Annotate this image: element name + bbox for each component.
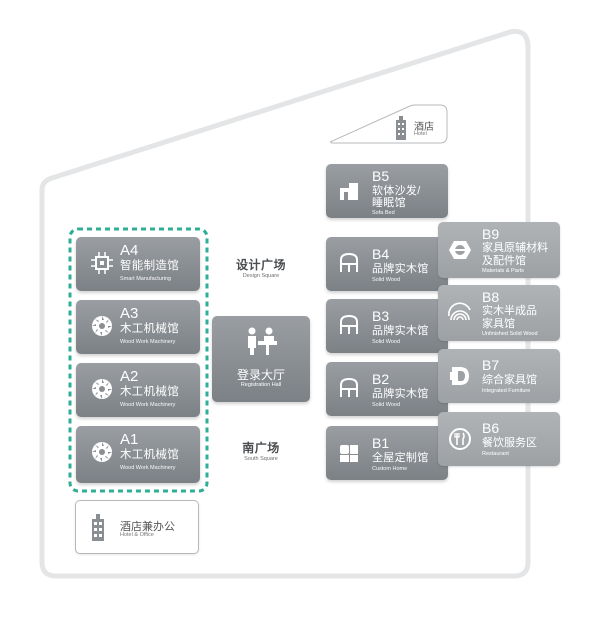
hotel-label: 酒店	[414, 122, 434, 133]
hall-a1-name-en: Wood Work Machinery	[120, 465, 176, 471]
hall-b8-name-line2: 家具馆	[482, 318, 515, 330]
hall-b7-name-en: Integrated Furniture	[482, 388, 531, 394]
hall-b7[interactable]: B7 综合家具馆 Integrated Furniture	[438, 349, 560, 403]
hall-b2-name: 品牌实木馆	[372, 388, 429, 400]
hall-a4-code: A4	[120, 242, 139, 259]
hall-b5-name-line1: 软体沙发/	[372, 185, 421, 197]
saw-blade-icon	[90, 314, 114, 338]
cabinet-icon	[338, 252, 360, 274]
hotel-box: 酒店 Hotel	[330, 104, 448, 144]
hall-b1-code: B1	[372, 435, 390, 451]
hall-b7-name: 综合家具馆	[482, 374, 537, 386]
hall-b9-code: B9	[482, 226, 500, 242]
hall-b5-code: B5	[372, 168, 390, 184]
hall-b3-name-en: Solid Wood	[372, 339, 401, 345]
restaurant-icon	[448, 427, 472, 451]
hall-a1[interactable]: A1 木工机械馆 Wood Work Machinery	[76, 426, 200, 483]
hall-b6[interactable]: B6 餐饮服务区 Restaurant	[438, 412, 560, 466]
design-square-label-en: Design Square	[242, 273, 280, 279]
south-square-label-en: South Square	[244, 456, 278, 462]
cabinet-icon	[338, 314, 360, 336]
chip-icon	[90, 251, 114, 275]
hall-b2-code: B2	[372, 371, 390, 387]
wood-rings-icon	[448, 300, 472, 324]
hall-a2-code: A2	[120, 368, 139, 385]
hall-b2-name-en: Solid Wood	[372, 402, 401, 408]
hall-a4[interactable]: A4 智能制造馆 Smart Manufacturing	[76, 237, 200, 291]
hall-b3-name: 品牌实木馆	[372, 325, 429, 337]
hall-b2[interactable]: B2 品牌实木馆 Solid Wood	[326, 362, 448, 416]
hall-b1[interactable]: B1 全屋定制馆 Custom Home	[326, 426, 448, 480]
hotel-office-label-en: Hotel & Office	[120, 532, 154, 538]
reception-desk-icon	[244, 326, 278, 356]
hall-b3[interactable]: B3 品牌实木馆 Solid Wood	[326, 299, 448, 353]
hall-b4-name-en: Solid Wood	[372, 277, 401, 283]
hall-a2-name-en: Wood Work Machinery	[120, 402, 176, 408]
hall-b9-name-line1: 家具原辅材料	[482, 242, 548, 254]
registration-label: 登录大厅	[236, 368, 285, 382]
hall-b6-code: B6	[482, 420, 500, 436]
hall-b4-code: B4	[372, 246, 390, 262]
hotel-label-en: Hotel	[414, 131, 427, 137]
hall-a4-name: 智能制造馆	[120, 260, 179, 272]
registration-hall[interactable]: 登录大厅 Registration Hall	[212, 316, 310, 402]
hall-a1-code: A1	[120, 431, 139, 448]
design-square: 设计广场 Design Square	[226, 258, 296, 280]
saw-blade-icon	[90, 377, 114, 401]
hall-b8-code: B8	[482, 289, 500, 305]
hex-nut-icon	[448, 238, 472, 262]
hall-a3[interactable]: A3 木工机械馆 Wood Work Machinery	[76, 300, 200, 354]
saw-blade-icon	[90, 440, 114, 464]
hall-b3-code: B3	[372, 308, 390, 324]
hall-b5[interactable]: B5 软体沙发/ 睡眠馆 Sofa Bed	[326, 164, 448, 218]
hall-b7-code: B7	[482, 357, 500, 373]
hotel-office-label: 酒店兼办公	[120, 521, 175, 533]
hall-b9[interactable]: B9 家具原辅材料 及配件馆 Materials & Parts	[438, 222, 560, 278]
hall-b5-name-en: Sofa Bed	[372, 210, 395, 216]
hall-b5-name-line2: 睡眠馆	[372, 197, 406, 209]
cabinet-icon	[338, 377, 360, 399]
hall-a4-name-en: Smart Manufacturing	[120, 276, 172, 282]
hall-b8[interactable]: B8 实木半成品 家具馆 Unfinished Solid Wood	[438, 285, 560, 341]
hall-b8-name-line1: 实木半成品	[482, 305, 537, 317]
hall-b1-name-en: Custom Home	[372, 466, 408, 472]
hall-b6-name: 餐饮服务区	[482, 437, 537, 449]
hall-a2[interactable]: A2 木工机械馆 Wood Work Machinery	[76, 363, 200, 417]
design-square-label: 设计广场	[235, 258, 286, 272]
zone-a-dashed-frame	[68, 227, 209, 493]
hall-a2-name: 木工机械馆	[120, 386, 179, 398]
hall-b9-name-en: Materials & Parts	[482, 268, 524, 274]
custom-home-icon	[338, 442, 360, 464]
hall-b4-name: 品牌实木馆	[372, 263, 429, 275]
hall-b4[interactable]: B4 品牌实木馆 Solid Wood	[326, 237, 448, 291]
hall-a1-name: 木工机械馆	[120, 449, 179, 461]
hotel-office-icon	[90, 513, 106, 541]
hall-a3-code: A3	[120, 305, 139, 322]
hall-b6-name-en: Restaurant	[482, 451, 509, 457]
south-square-label: 南广场	[242, 441, 280, 455]
sofa-icon	[338, 180, 360, 202]
hotel-office-box[interactable]: 酒店兼办公 Hotel & Office	[75, 500, 199, 554]
hall-a3-name: 木工机械馆	[120, 323, 179, 335]
integrated-furniture-icon	[448, 364, 472, 388]
hotel-icon	[394, 116, 408, 140]
hall-b8-name-en: Unfinished Solid Wood	[482, 331, 538, 337]
south-square: 南广场 South Square	[226, 441, 296, 463]
registration-label-en: Registration Hall	[240, 382, 282, 388]
hall-b9-name-line2: 及配件馆	[482, 255, 526, 267]
hall-a3-name-en: Wood Work Machinery	[120, 339, 176, 345]
hall-b1-name: 全屋定制馆	[372, 452, 429, 464]
